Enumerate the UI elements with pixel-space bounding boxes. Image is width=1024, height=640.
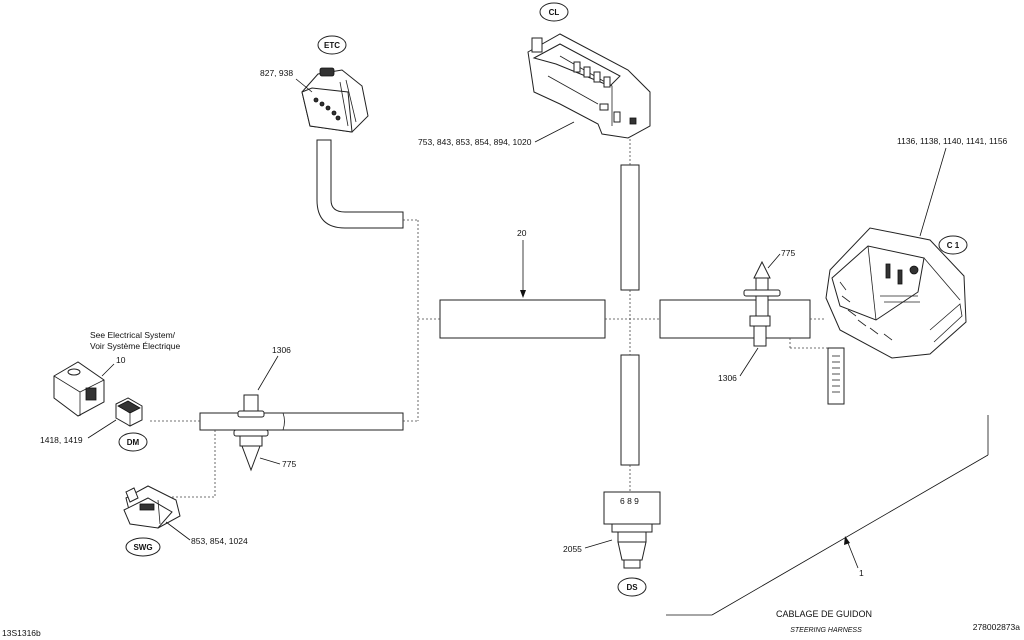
ds-tag-label: DS [626,583,638,592]
etc-leader [295,78,313,93]
clip-left [233,394,269,472]
c1-plug [827,347,845,405]
clip-left-ref-label: 1306 [272,345,291,355]
clip-left-pin-leader [259,457,281,465]
etc-tag: ETC [317,35,347,55]
etc-tag-label: ETC [324,41,340,50]
dm-item-label: 10 [116,355,126,365]
cl-tag-label: CL [549,8,560,17]
harness-bottom-tube [620,354,640,466]
ds-connector [603,491,661,569]
harness-top-tube [620,164,640,291]
clip-left-ref-leader [257,355,279,391]
cl-tag: CL [539,2,569,22]
harness-item-arrow [844,536,850,545]
harness-right-tube [659,299,811,339]
swg-connector [123,485,181,529]
drawing-code-right: 278002873a [973,622,1021,632]
swg-tag-label: SWG [133,543,152,552]
see-electrical-line1: See Electrical System/ [90,330,176,340]
clip-right-pin-label: 775 [781,248,795,258]
c1-connector [825,227,967,359]
swg-refs-label: 853, 854, 1024 [191,536,248,546]
harness-center-tube [439,299,606,339]
ds-tag: DS [617,577,647,597]
dm-refs-leader [87,419,117,439]
cl-refs-label: 753, 843, 853, 854, 894, 1020 [418,137,532,147]
dm-tag: DM [118,432,148,452]
dm-tag-label: DM [127,438,140,447]
cl-leader [534,121,575,143]
clip-right-pin-leader [767,253,781,269]
etc-refs-label: 827, 938 [260,68,293,78]
swg-refs-leader [165,521,191,541]
see-electrical-line2: Voir Système Électrique [90,341,181,351]
routing-lines [150,135,828,498]
drawing-code-left: 13S1316b [2,628,41,638]
swg-tag: SWG [125,537,161,557]
title-english: STEERING HARNESS [790,627,862,634]
ds-pins-label: 6 8 9 [620,496,639,506]
ds-ref-leader [584,539,613,549]
title-french: CABLAGE DE GUIDON [776,609,872,619]
harness-item-label: 1 [859,568,864,578]
clip-right [743,260,781,347]
harness-left-tube [199,412,404,431]
ds-ref-label: 2055 [563,544,582,554]
harness-etc-branch [316,139,404,229]
clip-right-ref-label: 1306 [718,373,737,383]
clip-left-pin-label: 775 [282,459,296,469]
dm-connector [115,397,143,427]
c1-leader [919,147,947,237]
assembly-frame [666,415,989,616]
harness-ref-label: 20 [517,228,527,238]
dm-module [53,361,105,417]
c1-tag: C 1 [938,235,968,255]
c1-tag-label: C 1 [947,241,960,250]
etc-connector [301,67,369,133]
clip-right-ref-leader [739,347,759,377]
cl-connector [527,33,651,139]
harness-ref-arrow [520,290,526,298]
dm-refs-label: 1418, 1419 [40,435,83,445]
c1-refs-label: 1136, 1138, 1140, 1141, 1156 [897,136,1008,146]
dm-item-leader [101,363,115,377]
